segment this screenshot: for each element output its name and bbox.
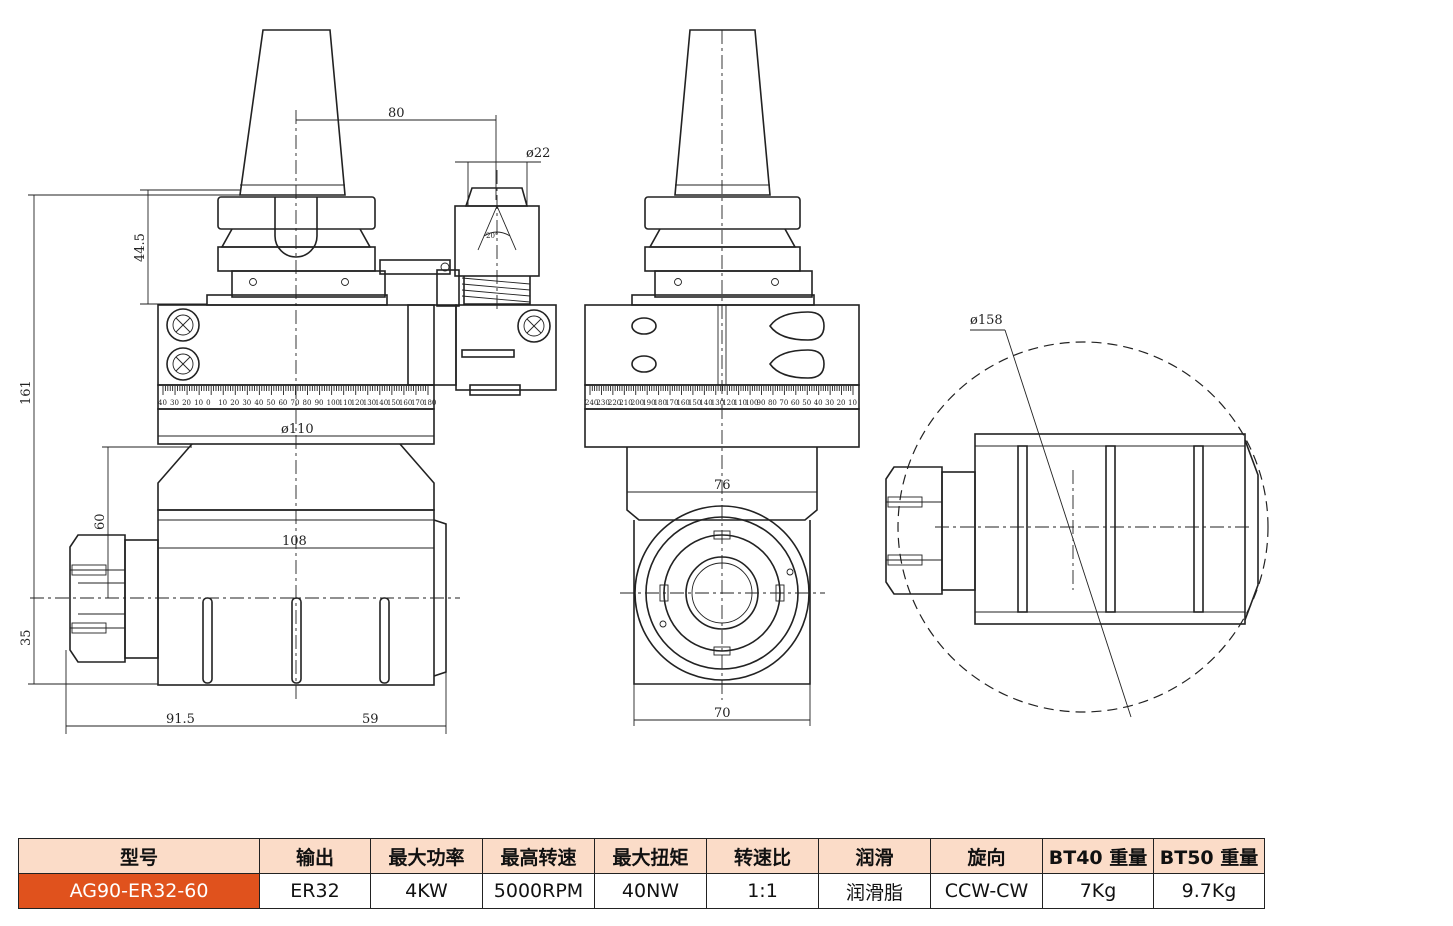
dim-20deg: 20° (486, 232, 498, 240)
scale-label: 140 (375, 399, 388, 407)
hex-bolt-icon (166, 347, 200, 381)
header-bt50-weight: BT50 重量 (1153, 838, 1265, 874)
scale-label: 190 (642, 399, 655, 407)
header-rotation: 旋向 (930, 838, 1043, 874)
scale-label: 160 (399, 399, 412, 407)
scale-label: 20 (837, 399, 846, 407)
spec-table: 型号 输出 最大功率 最高转速 最大扭矩 转速比 润滑 旋向 BT40 重量 B… (18, 838, 1265, 909)
scale-label: 100 (745, 399, 758, 407)
scale-label: 30 (825, 399, 834, 407)
dim-91-5: 91.5 (166, 712, 195, 727)
cell-rotation: CCW-CW (930, 873, 1043, 909)
header-bt40-weight: BT40 重量 (1042, 838, 1154, 874)
cell-model: AG90-ER32-60 (18, 873, 260, 909)
dim-59: 59 (362, 712, 379, 727)
cell-bt50-weight: 9.7Kg (1153, 873, 1265, 909)
header-max-torque: 最大扭矩 (594, 838, 707, 874)
dim-d22: ø22 (526, 146, 550, 161)
cell-max-power: 4KW (370, 873, 483, 909)
hex-bolt-icon (166, 308, 200, 342)
scale-label: 110 (339, 399, 352, 407)
scale-label: 50 (802, 399, 811, 407)
spec-data-row: AG90-ER32-60 ER32 4KW 5000RPM 40NW 1:1 润… (18, 873, 1265, 909)
dim-108: 108 (282, 534, 307, 549)
scale-label: 60 (791, 399, 800, 407)
scale-label: 30 (170, 399, 179, 407)
scale-label: 200 (631, 399, 644, 407)
cell-output: ER32 (259, 873, 371, 909)
dim-60: 60 (93, 513, 108, 530)
scale-label: 220 (608, 399, 621, 407)
scale-label: 160 (676, 399, 689, 407)
scale-label: 0 (206, 399, 210, 407)
scale-label: 50 (266, 399, 275, 407)
scale-label: 20 (230, 399, 239, 407)
cell-max-speed: 5000RPM (482, 873, 595, 909)
scale-label: 40 (254, 399, 263, 407)
dim-70: 70 (714, 706, 731, 721)
scale-label: 10 (848, 399, 857, 407)
scale-label: 150 (387, 399, 400, 407)
header-output: 输出 (259, 838, 371, 874)
scale-label: 80 (303, 399, 312, 407)
scale-label: 10 (194, 399, 203, 407)
scale-label: 170 (665, 399, 678, 407)
scale-label: 70 (291, 399, 300, 407)
scale-label: 130 (363, 399, 376, 407)
header-ratio: 转速比 (706, 838, 819, 874)
scale-label: 150 (688, 399, 701, 407)
scale-label: 80 (768, 399, 777, 407)
dim-80: 80 (388, 106, 405, 121)
scale-label: 60 (278, 399, 287, 407)
scale-label: 180 (654, 399, 667, 407)
scale-label: 120 (722, 399, 735, 407)
scale-label: 120 (351, 399, 364, 407)
scale-label: 180 (423, 399, 436, 407)
cell-ratio: 1:1 (706, 873, 819, 909)
dim-35: 35 (19, 629, 34, 646)
scale-label: 40 (814, 399, 823, 407)
dim-76: 76 (714, 478, 731, 493)
header-max-speed: 最高转速 (482, 838, 595, 874)
scale-label: 240 (585, 399, 598, 407)
angle-scale: 2402302202102001901801701601501401301201… (585, 386, 857, 407)
dim-d110: ø110 (281, 422, 314, 437)
scale-label: 30 (242, 399, 251, 407)
scale-label: 170 (411, 399, 424, 407)
scale-label: 230 (596, 399, 609, 407)
spec-header-row: 型号 输出 最大功率 最高转速 最大扭矩 转速比 润滑 旋向 BT40 重量 B… (18, 838, 1265, 874)
swing-view: ø158 (885, 313, 1269, 718)
scale-label: 20 (182, 399, 191, 407)
dim-d158: ø158 (970, 313, 1003, 328)
cell-lubrication: 润滑脂 (818, 873, 931, 909)
scale-label: 100 (327, 399, 340, 407)
dim-161: 161 (19, 380, 34, 405)
cell-bt40-weight: 7Kg (1042, 873, 1154, 909)
header-max-power: 最大功率 (370, 838, 483, 874)
hex-bolt-icon (517, 309, 551, 343)
header-lubrication: 润滑 (818, 838, 931, 874)
scale-label: 90 (315, 399, 324, 407)
scale-label: 110 (734, 399, 747, 407)
front-view: 2402302202102001901801701601501401301201… (584, 29, 860, 726)
scale-label: 40 (158, 399, 167, 407)
scale-label: 70 (779, 399, 788, 407)
scale-label: 140 (699, 399, 712, 407)
dim-44-5: 44.5 (133, 233, 148, 262)
cell-max-torque: 40NW (594, 873, 707, 909)
scale-label: 210 (619, 399, 632, 407)
scale-label: 130 (711, 399, 724, 407)
scale-label: 10 (218, 399, 227, 407)
scale-label: 90 (757, 399, 766, 407)
header-model: 型号 (18, 838, 260, 874)
